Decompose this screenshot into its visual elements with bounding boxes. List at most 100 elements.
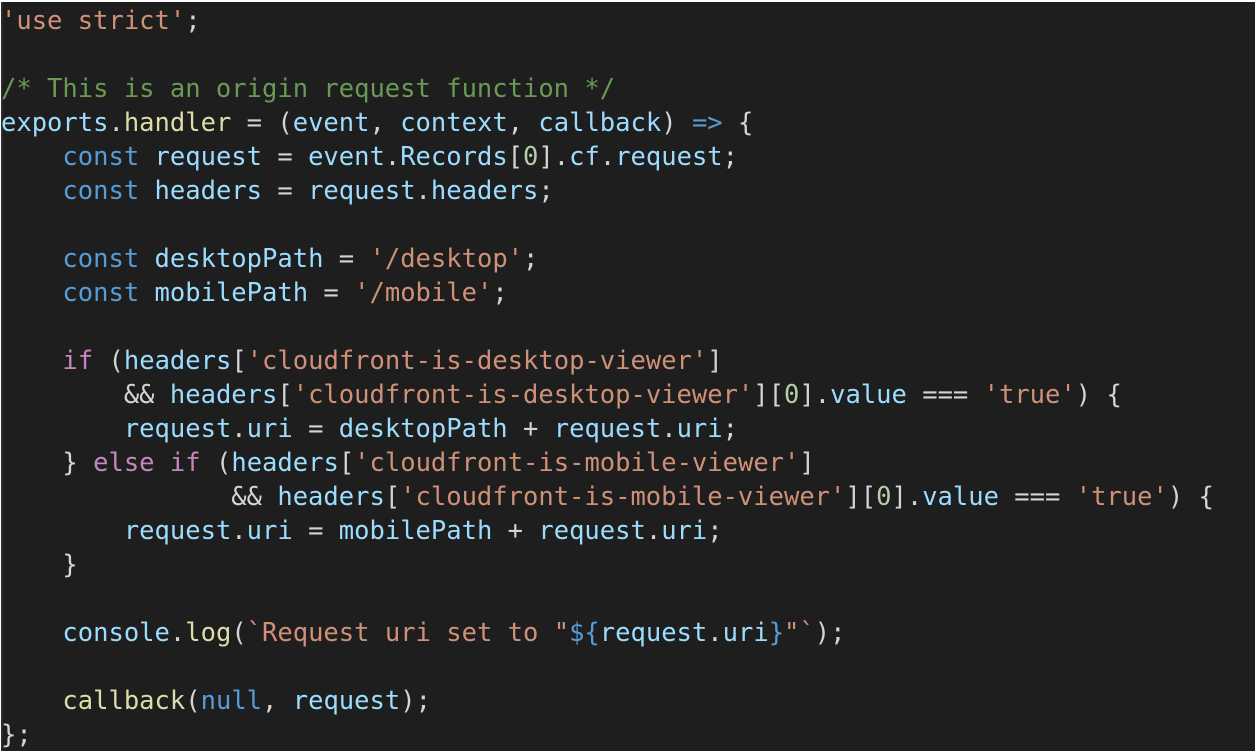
code-line[interactable]: request.uri = desktopPath + request.uri; [1,412,1214,446]
code-line[interactable]: ​ [1,310,1214,344]
code-token: = [308,278,355,308]
code-token: { [722,108,754,138]
code-token: ( [231,618,247,648]
code-token [1,516,124,546]
code-line[interactable]: console.log(`Request uri set to "${reque… [1,616,1214,650]
code-line[interactable]: exports.handler = (event, context, callb… [1,106,1214,140]
code-line[interactable]: const request = event.Records[0].cf.requ… [1,140,1214,174]
code-token: 0 [876,482,892,512]
code-token: . [384,142,401,172]
code-token: ) { [1075,380,1122,410]
code-line[interactable]: ​ [1,38,1214,72]
code-token: = [262,176,309,206]
code-token: } [768,618,785,648]
code-token: ; [185,6,201,36]
code-line[interactable]: }; [1,718,1214,751]
code-token: desktopPath [154,244,324,274]
code-token: }; [1,720,32,750]
code-line[interactable]: } [1,548,1214,582]
code-token: . [415,176,431,206]
code-token: ]. [799,380,831,410]
code-line[interactable]: ​ [1,208,1214,242]
code-token: ) [661,108,692,138]
code-line[interactable]: if (headers['cloudfront-is-desktop-viewe… [1,344,1214,378]
code-line[interactable]: const desktopPath = '/desktop'; [1,242,1214,276]
code-token: ; [492,278,508,308]
code-token [1,278,62,308]
code-token [139,278,154,308]
code-token [1,686,62,716]
code-token [1,414,124,444]
code-token: event [308,142,385,172]
code-line[interactable]: } else if (headers['cloudfront-is-mobile… [1,446,1214,480]
code-token: . [661,414,677,444]
code-token: && [1,380,170,410]
code-token: request [123,516,232,546]
code-token: ( [185,686,201,716]
code-block[interactable]: 'use strict';​/* This is an origin reque… [1,4,1214,751]
code-token: cf [569,142,600,172]
code-token: desktopPath [338,414,508,444]
code-token: const [62,142,140,172]
code-line[interactable]: callback(null, request); [1,684,1214,718]
code-token: callback [538,108,662,138]
code-token: if [62,346,94,376]
code-token: . [645,516,662,546]
code-token: } [1,550,78,580]
code-token: ; [722,414,738,444]
code-line[interactable]: ​ [1,582,1214,616]
code-token: , [507,108,539,138]
code-token: context [400,108,508,138]
code-token: 0 [784,380,800,410]
code-token: const [62,244,140,274]
code-token: request [538,516,646,546]
code-token: && [1,482,278,512]
code-token [139,176,154,206]
code-token: /* This is an origin request function */ [1,74,616,104]
code-token: === [998,482,1076,512]
code-token: if [169,448,201,478]
code-token: [ [231,346,247,376]
code-token: request [154,142,263,172]
code-line[interactable]: const mobilePath = '/mobile'; [1,276,1214,310]
code-line[interactable]: const headers = request.headers; [1,174,1214,208]
code-token: 'true' [1075,482,1168,512]
code-token: ; [523,244,539,274]
code-token: ; [722,142,739,172]
code-token: . [108,108,124,138]
code-line[interactable]: request.uri = mobilePath + request.uri; [1,514,1214,548]
code-token: ][ [845,482,877,512]
code-token: = [262,142,309,172]
code-token: } [1,448,94,478]
code-token: request [123,414,232,444]
code-token: headers [169,380,278,410]
code-line[interactable]: ​ [1,650,1214,684]
code-token: ] [707,346,723,376]
code-token: '/desktop' [369,244,524,274]
code-token: headers [277,482,385,512]
code-token: = [292,516,339,546]
code-line[interactable]: && headers['cloudfront-is-mobile-viewer'… [1,480,1214,514]
code-token: callback [62,686,186,716]
code-token: [ [507,142,524,172]
code-token: request [553,414,662,444]
code-line[interactable]: /* This is an origin request function */ [1,72,1214,106]
code-token: console [62,618,170,648]
code-token: mobilePath [154,278,309,308]
code-token: ][ [753,380,785,410]
code-token: ]. [538,142,570,172]
code-line[interactable]: && headers['cloudfront-is-desktop-viewer… [1,378,1214,412]
code-line[interactable]: 'use strict'; [1,4,1214,38]
code-token: headers [123,346,232,376]
code-token [155,448,170,478]
code-token: , [262,686,293,716]
code-token: 'cloudfront-is-desktop-viewer' [246,346,708,376]
code-token: . [231,516,247,546]
code-token: '/mobile' [354,278,493,308]
code-token: = [292,414,339,444]
code-token: ( [200,448,232,478]
code-token: request [308,176,416,206]
code-token: "` [784,618,815,648]
code-token: ); [814,618,846,648]
